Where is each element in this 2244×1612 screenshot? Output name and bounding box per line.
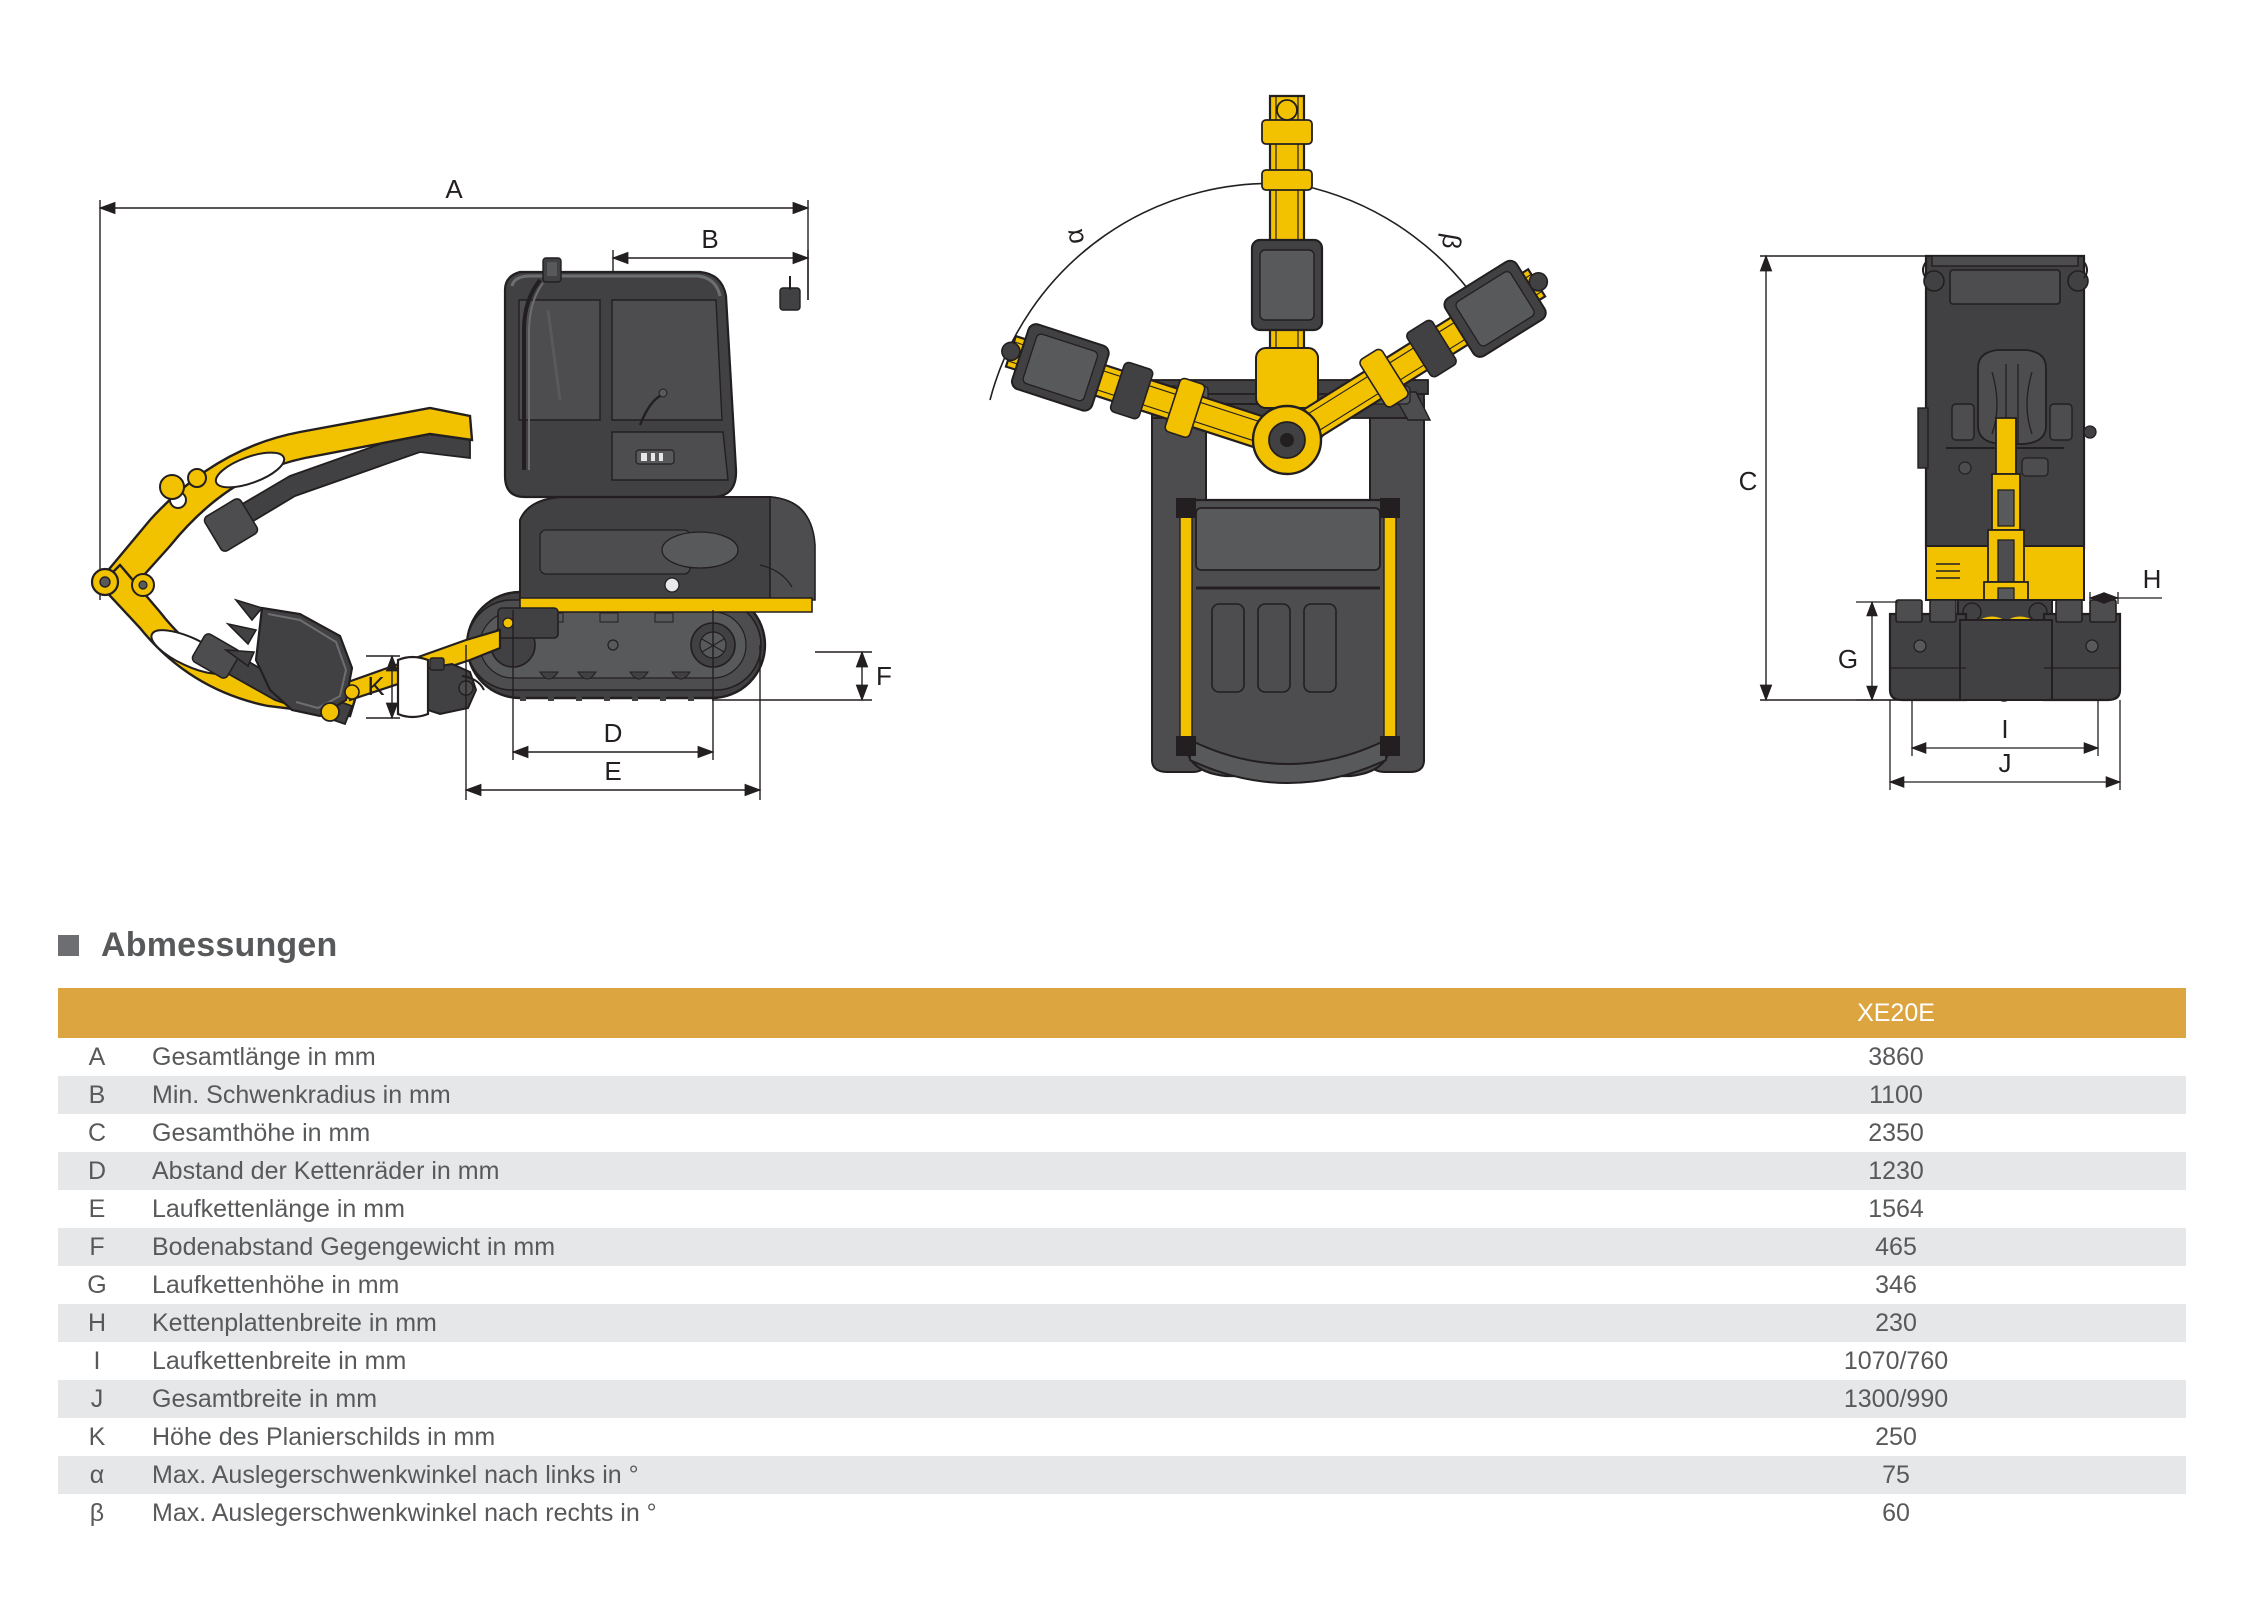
dimension-label-F: F: [876, 661, 892, 691]
dimension-label-K: K: [367, 671, 385, 701]
row-description: Laufkettenhöhe in mm: [152, 1270, 400, 1299]
table-row: J Gesamtbreite in mm 1300/990: [58, 1380, 2186, 1418]
dimension-H: H: [2088, 564, 2162, 604]
table-row: C Gesamthöhe in mm 2350: [58, 1114, 2186, 1152]
table-header-row: XE20E: [58, 988, 2186, 1038]
column-header-key: [58, 988, 136, 1038]
row-description: Kettenplattenbreite in mm: [152, 1308, 437, 1337]
technical-drawings-area: A B: [90, 94, 2162, 800]
dimension-label-H: H: [2143, 564, 2162, 594]
dimension-F: F: [712, 650, 892, 702]
dimension-label-I: I: [2001, 714, 2008, 744]
table-row: I Laufkettenbreite in mm 1070/760: [58, 1342, 2186, 1380]
table-row: A Gesamtlänge in mm 3860: [58, 1038, 2186, 1076]
top-view-swing-pivot: [1251, 404, 1323, 476]
row-key: H: [87, 1308, 107, 1337]
row-value: 60: [1882, 1498, 1910, 1527]
dimension-label-C: C: [1739, 466, 1758, 496]
dimension-label-E: E: [604, 756, 621, 786]
column-header-description: [136, 988, 1606, 1038]
dimension-label-J: J: [1999, 748, 2012, 778]
row-description: Gesamtbreite in mm: [152, 1384, 378, 1413]
table-row: G Laufkettenhöhe in mm 346: [58, 1266, 2186, 1304]
row-value: 346: [1875, 1270, 1917, 1299]
table-row: α Max. Auslegerschwenkwinkel nach links i…: [58, 1456, 2186, 1494]
top-view-boom-left: [1001, 323, 1294, 458]
front-view-machine: [1888, 254, 2122, 702]
row-key: I: [93, 1346, 101, 1375]
row-description: Bodenabstand Gegengewicht in mm: [152, 1232, 556, 1261]
table-row: K Höhe des Planierschilds in mm 250: [58, 1418, 2186, 1456]
dimension-A: A: [98, 174, 810, 600]
row-key: B: [88, 1080, 106, 1109]
row-description: Min. Schwenkradius in mm: [152, 1080, 451, 1109]
row-value: 250: [1875, 1422, 1917, 1451]
row-description: Laufkettenlänge in mm: [152, 1194, 405, 1223]
section-title: Abmessungen: [58, 928, 337, 962]
row-value: 1564: [1868, 1194, 1924, 1223]
dimension-label-G: G: [1838, 644, 1858, 674]
row-key: β: [89, 1498, 105, 1527]
row-key: C: [87, 1118, 107, 1147]
dimension-G: G: [1838, 600, 1898, 702]
dimension-I: I: [1910, 700, 2100, 756]
row-description: Max. Auslegerschwenkwinkel nach rechts i…: [152, 1498, 657, 1527]
row-value: 1230: [1868, 1156, 1924, 1185]
table-row: β Max. Auslegerschwenkwinkel nach rechts …: [58, 1494, 2186, 1532]
table-row: D Abstand der Kettenräder in mm 1230: [58, 1152, 2186, 1190]
side-view-dozer-blade: [396, 655, 485, 719]
column-header-model: XE20E: [1857, 998, 1935, 1027]
excavator-side-view: A B: [90, 174, 892, 800]
row-key: A: [88, 1042, 106, 1071]
row-value: 465: [1875, 1232, 1917, 1261]
table-row: E Laufkettenlänge in mm 1564: [58, 1190, 2186, 1228]
row-key: G: [87, 1270, 107, 1299]
row-description: Gesamtlänge in mm: [152, 1042, 376, 1071]
side-view-cab: [497, 257, 816, 639]
table-header: XE20E: [58, 988, 2186, 1038]
row-value: 230: [1875, 1308, 1917, 1337]
table-row: H Kettenplattenbreite in mm 230: [58, 1304, 2186, 1342]
dimension-label-B: B: [701, 224, 718, 254]
row-value: 2350: [1868, 1118, 1924, 1147]
dimension-D: D: [511, 610, 715, 760]
angle-label-alpha: α: [1058, 227, 1090, 247]
row-key: E: [88, 1194, 106, 1223]
row-description: Höhe des Planierschilds in mm: [152, 1422, 496, 1451]
dimension-label-D: D: [604, 718, 623, 748]
row-key: F: [89, 1232, 105, 1261]
table-row: B Min. Schwenkradius in mm 1100: [58, 1076, 2186, 1114]
row-key: K: [88, 1422, 106, 1451]
row-key: D: [87, 1156, 107, 1185]
row-value: 1100: [1869, 1080, 1923, 1109]
row-value: 75: [1882, 1460, 1910, 1489]
row-value: 3860: [1868, 1042, 1924, 1071]
angle-label-beta: β: [1436, 232, 1468, 252]
row-description: Laufkettenbreite in mm: [152, 1346, 407, 1375]
row-key: J: [90, 1384, 104, 1413]
excavator-top-view: α β: [989, 94, 1549, 784]
dimension-K: K: [366, 654, 400, 720]
page-title: Abmessungen: [101, 926, 338, 964]
top-view-boom-right: [1276, 259, 1549, 455]
row-description: Max. Auslegerschwenkwinkel nach links in…: [152, 1460, 639, 1489]
table-row: F Bodenabstand Gegengewicht in mm 465: [58, 1228, 2186, 1266]
row-description: Gesamthöhe in mm: [152, 1118, 371, 1147]
excavator-front-view: C: [1739, 254, 2162, 790]
square-bullet-icon: [58, 934, 79, 956]
dimension-J: J: [1888, 700, 2122, 790]
dimension-E: E: [464, 645, 762, 800]
dimension-label-A: A: [445, 174, 463, 204]
row-value: 1070/760: [1843, 1346, 1949, 1375]
row-key: α: [89, 1460, 105, 1489]
row-description: Abstand der Kettenräder in mm: [152, 1156, 500, 1185]
row-value: 1300/990: [1843, 1384, 1949, 1413]
